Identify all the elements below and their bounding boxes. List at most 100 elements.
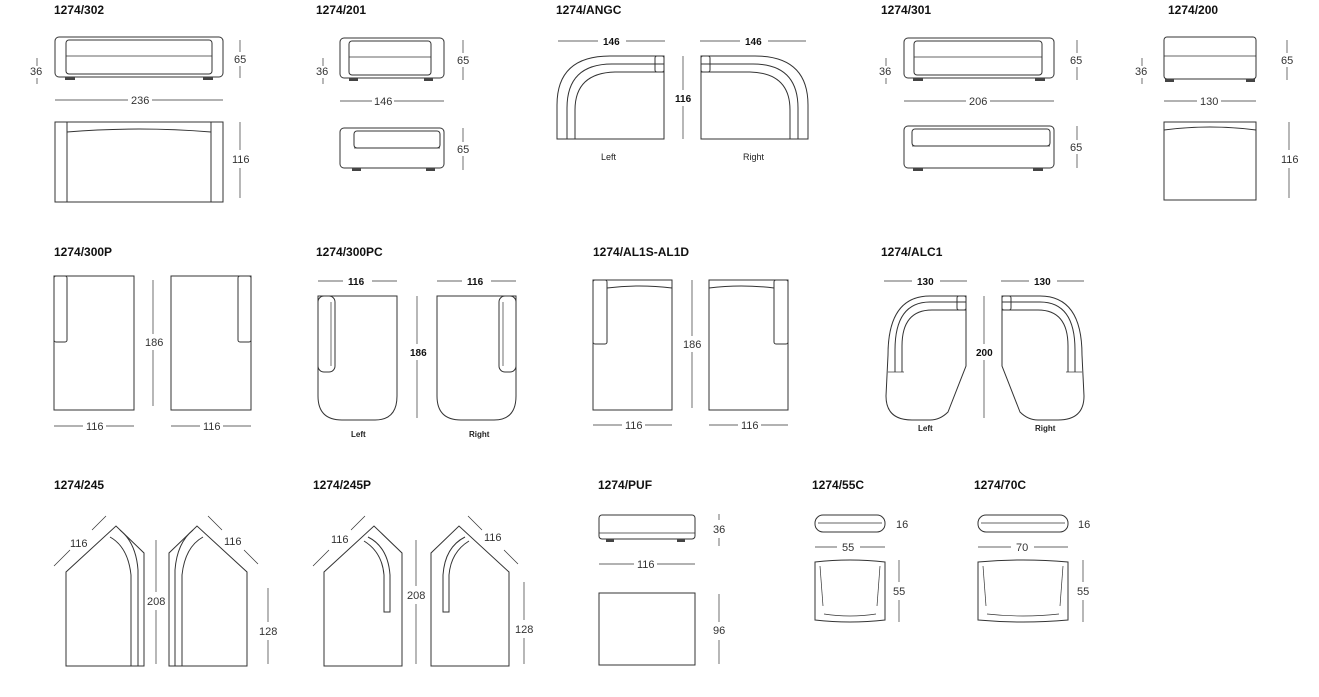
svg-text:65: 65	[1281, 55, 1293, 67]
caption-left: Left	[918, 424, 933, 433]
cushion-front-view	[814, 559, 886, 623]
svg-text:186: 186	[410, 348, 427, 359]
model-1274-angc: 1274/ANGC 146 Left 116 146	[556, 3, 809, 162]
svg-text:116: 116	[203, 421, 221, 433]
dimension-width-left: 116	[593, 420, 672, 432]
dimension-side-right: 116	[207, 515, 259, 565]
svg-text:116: 116	[637, 559, 655, 571]
top-view	[1163, 121, 1257, 201]
caption-right: Right	[743, 152, 765, 162]
dimension-width-right: 116	[437, 277, 516, 288]
dimension-width-right: 116	[709, 420, 788, 432]
front-view	[1163, 36, 1257, 82]
dimension-seat-height: 36	[879, 58, 891, 84]
svg-text:116: 116	[467, 277, 484, 288]
cushion-side-view	[814, 514, 886, 533]
front-view	[598, 514, 696, 542]
svg-text:146: 146	[745, 37, 762, 48]
dimension-length: 208	[407, 540, 425, 664]
model-code: 1274/ANGC	[556, 3, 622, 17]
dimension-width-right: 116	[171, 421, 251, 433]
dimension-width-right: 130	[1001, 277, 1084, 288]
dimension-width-right: 146	[700, 37, 806, 48]
svg-text:116: 116	[70, 538, 88, 550]
svg-text:55: 55	[893, 586, 905, 598]
model-1274-245p: 1274/245P 116 208 116 128	[312, 478, 533, 667]
model-1274-70c: 1274/70C 16 70 55	[974, 478, 1090, 623]
dimension-back-height: 65	[1070, 126, 1082, 168]
dimension-length: 186	[683, 280, 701, 408]
model-1274-55c: 1274/55C 16 55 55	[812, 478, 908, 623]
dimension-width: 206	[904, 96, 1054, 108]
svg-text:206: 206	[969, 96, 987, 108]
svg-text:36: 36	[713, 524, 725, 536]
dimension-depth: 96	[713, 594, 725, 664]
svg-text:65: 65	[234, 54, 246, 66]
dimension-depth: 116	[232, 122, 250, 198]
front-view	[339, 37, 445, 81]
dimension-depth: 116	[675, 56, 692, 139]
caption-right: Right	[1035, 424, 1056, 433]
arm-right-plan	[708, 279, 789, 411]
svg-text:116: 116	[86, 421, 104, 433]
svg-text:116: 116	[224, 536, 242, 548]
dimension-length: 186	[410, 296, 427, 418]
model-code: 1274/300PC	[316, 245, 383, 259]
svg-text:130: 130	[1034, 277, 1051, 288]
dimension-width: 116	[599, 559, 695, 571]
dimension-width: 70	[978, 542, 1068, 554]
model-1274-alc1: 1274/ALC1 130 Left 200 130	[881, 245, 1085, 433]
caption-left: Left	[351, 430, 366, 439]
svg-text:208: 208	[407, 590, 425, 602]
svg-text:116: 116	[331, 534, 349, 546]
dimension-depth: 128	[515, 582, 533, 664]
dimension-height: 55	[1077, 560, 1089, 622]
svg-text:55: 55	[842, 542, 854, 554]
model-code: 1274/PUF	[598, 478, 652, 492]
dimension-width-left: 130	[884, 277, 967, 288]
model-code: 1274/55C	[812, 478, 864, 492]
svg-text:200: 200	[976, 348, 993, 359]
model-code: 1274/AL1S-AL1D	[593, 245, 689, 259]
angled-chaise-left-plan	[323, 525, 403, 667]
model-code: 1274/ALC1	[881, 245, 943, 259]
model-code: 1274/300P	[54, 245, 112, 259]
svg-text:65: 65	[457, 144, 469, 156]
svg-text:96: 96	[713, 625, 725, 637]
back-view	[339, 127, 445, 171]
model-code: 1274/245	[54, 478, 104, 492]
model-1274-300pc: 1274/300PC 116 Left 186 116 Right	[316, 245, 517, 439]
dimension-back-height: 65	[457, 128, 469, 170]
svg-text:36: 36	[1135, 66, 1147, 78]
dimension-length: 186	[145, 280, 163, 406]
model-1274-302: 1274/302 36 65 236	[30, 3, 250, 203]
svg-text:70: 70	[1016, 542, 1028, 554]
dimension-width-left: 116	[54, 421, 134, 433]
corner-right-plan	[700, 55, 809, 140]
dimension-height: 65	[1281, 40, 1293, 80]
dimension-height: 65	[234, 40, 246, 78]
cushion-front-view	[977, 559, 1069, 623]
svg-text:36: 36	[30, 66, 42, 78]
svg-text:116: 116	[675, 94, 692, 105]
dimension-height: 65	[457, 40, 469, 80]
dimension-thickness: 16	[896, 519, 908, 531]
svg-text:146: 146	[374, 96, 392, 108]
svg-text:55: 55	[1077, 586, 1089, 598]
svg-text:116: 116	[348, 277, 365, 288]
corner-left-plan	[556, 55, 665, 140]
dimension-width: 146	[340, 96, 444, 108]
corner-left-plan	[885, 295, 967, 421]
svg-text:65: 65	[1070, 142, 1082, 154]
svg-text:116: 116	[1281, 154, 1299, 166]
dimension-width-left: 116	[318, 277, 397, 288]
model-1274-al1s-al1d: 1274/AL1S-AL1D 186 116 116	[592, 245, 789, 432]
svg-text:208: 208	[147, 596, 165, 608]
svg-text:116: 116	[625, 420, 643, 432]
svg-text:65: 65	[1070, 55, 1082, 67]
svg-text:236: 236	[131, 95, 149, 107]
chaise-left-plan	[53, 275, 135, 411]
dimension-seat-height: 36	[316, 58, 328, 84]
svg-text:130: 130	[1200, 96, 1218, 108]
